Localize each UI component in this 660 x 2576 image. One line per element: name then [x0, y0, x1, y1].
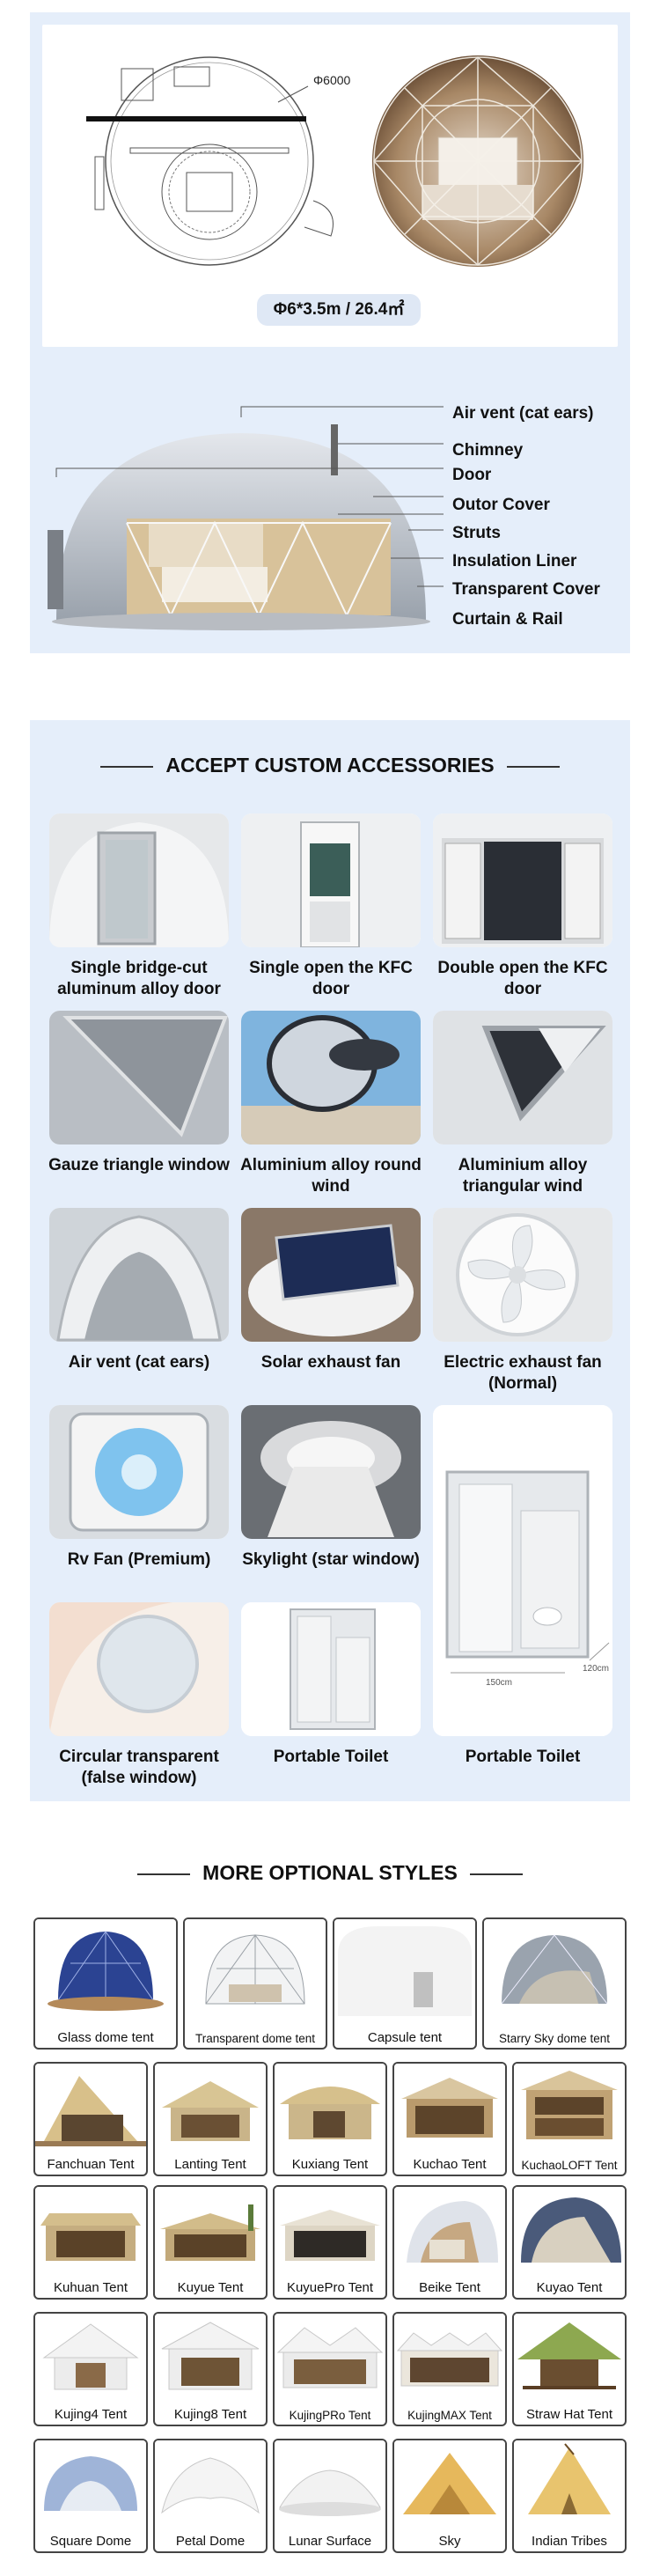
- diameter-label: Φ6000: [313, 73, 351, 87]
- style-label: Beike Tent: [419, 2280, 480, 2295]
- accessory-label: Single bridge-cut aluminum alloy door: [57, 959, 221, 998]
- accessory-solar-fan: [241, 1208, 421, 1342]
- style-label: Lanting Tent: [174, 2157, 246, 2172]
- style-card-kujing8[interactable]: Kujing8 Tent: [153, 2312, 268, 2426]
- style-card-kuhuan[interactable]: Kuhuan Tent: [33, 2185, 148, 2300]
- style-card-lanting[interactable]: Lanting Tent: [153, 2062, 268, 2176]
- style-card-lunar-surface[interactable]: Lunar Surface: [273, 2439, 387, 2553]
- floor-plan-card: Φ6000 Φ6*3.5m / 26.4㎡: [42, 25, 618, 347]
- style-label: Glass dome tent: [57, 2030, 154, 2045]
- style-card-sky[interactable]: Sky: [392, 2439, 507, 2553]
- style-label: Kuchao Tent: [413, 2157, 487, 2172]
- callout-struts: Struts: [452, 524, 501, 542]
- style-card-glass-dome[interactable]: Glass dome tent: [33, 1917, 178, 2050]
- accessory-portable-toilet-large: 150cm 120cm: [433, 1405, 612, 1736]
- style-label: Kuxiang Tent: [291, 2157, 369, 2172]
- style-label: KujingMAX Tent: [407, 2409, 492, 2422]
- callout-chimney: Chimney: [452, 441, 524, 460]
- styles-title: MORE OPTIONAL STYLES: [30, 1861, 630, 1885]
- accessory-single-kfc-door: [241, 813, 421, 947]
- accessories-panel: ACCEPT CUSTOM ACCESSORIES Single bridge-…: [30, 720, 630, 1801]
- accessory-label: Aluminium alloy round wind: [240, 1156, 422, 1196]
- style-label: Kujing4 Tent: [54, 2407, 128, 2422]
- callout-curtain-rail: Curtain & Rail: [452, 610, 563, 629]
- accessory-label: Portable Toilet: [465, 1748, 581, 1766]
- dome-structure-diagram: [48, 406, 444, 630]
- accessory-label: Air vent (cat ears): [68, 1353, 210, 1372]
- accessory-skylight: [241, 1405, 421, 1539]
- accessory-rv-fan: [49, 1405, 229, 1539]
- style-label: Indian Tribes: [532, 2534, 607, 2549]
- style-card-transparent-dome[interactable]: Transparent dome tent: [183, 1917, 327, 2050]
- floor-plan-drawing: [86, 56, 334, 266]
- callout-transparent-cover: Transparent Cover: [452, 580, 600, 599]
- dome-interior-photo: [372, 55, 583, 267]
- style-card-kuyue-pro[interactable]: KuyuePro Tent: [273, 2185, 387, 2300]
- accessory-label: Single open the KFC door: [249, 959, 413, 998]
- style-label: Kuyao Tent: [536, 2280, 603, 2295]
- accessory-label: Circular transparent (false window): [59, 1748, 219, 1787]
- accessory-label: Double open the KFC door: [437, 959, 608, 998]
- accessory-triangle-window: [433, 1011, 612, 1144]
- style-label: KujingPRo Tent: [289, 2409, 371, 2422]
- style-label: Petal Dome: [175, 2534, 246, 2549]
- styles-title-text: MORE OPTIONAL STYLES: [202, 1861, 458, 1884]
- style-label: Starry Sky dome tent: [498, 2032, 611, 2045]
- style-card-kuxiang[interactable]: Kuxiang Tent: [273, 2062, 387, 2176]
- style-card-kuchao-loft[interactable]: KuchaoLOFT Tent: [512, 2062, 627, 2176]
- callout-insulation-liner: Insulation Liner: [452, 552, 577, 570]
- accessories-title-text: ACCEPT CUSTOM ACCESSORIES: [165, 754, 495, 776]
- accessory-bridge-cut-door: [49, 813, 229, 947]
- style-card-kujing-pro[interactable]: KujingPRo Tent: [273, 2312, 387, 2426]
- style-card-kujing4[interactable]: Kujing4 Tent: [33, 2312, 148, 2426]
- accessory-label: Gauze triangle window: [48, 1156, 230, 1174]
- style-label: Lunar Surface: [288, 2534, 372, 2549]
- style-card-kujing-max[interactable]: KujingMAX Tent: [392, 2312, 507, 2426]
- style-label: Kuyue Tent: [177, 2280, 244, 2295]
- style-label: Kujing8 Tent: [173, 2407, 247, 2422]
- style-label: Straw Hat Tent: [525, 2407, 613, 2422]
- accessory-air-vent: [49, 1208, 229, 1342]
- accessories-title: ACCEPT CUSTOM ACCESSORIES: [30, 754, 630, 777]
- accessory-label: Portable Toilet: [273, 1748, 389, 1766]
- style-card-kuchao[interactable]: Kuchao Tent: [392, 2062, 507, 2176]
- accessory-label: Rv Fan (Premium): [67, 1550, 211, 1569]
- accessory-false-window: [49, 1602, 229, 1736]
- callout-door: Door: [452, 466, 492, 484]
- style-label: Square Dome: [49, 2534, 132, 2549]
- style-card-capsule[interactable]: Capsule tent: [333, 1917, 477, 2050]
- style-card-kuyue[interactable]: Kuyue Tent: [153, 2185, 268, 2300]
- accessory-portable-toilet-small: [241, 1602, 421, 1736]
- accessory-label: Skylight (star window): [242, 1550, 420, 1569]
- product-spec-panel: Φ6000 Φ6*3.5m / 26.4㎡: [30, 12, 630, 653]
- accessory-round-window: [241, 1011, 421, 1144]
- callout-air-vent: Air vent (cat ears): [452, 404, 594, 423]
- style-card-fanchuan[interactable]: Fanchuan Tent: [33, 2062, 148, 2176]
- accessory-electric-fan: [433, 1208, 612, 1342]
- style-label: Capsule tent: [367, 2030, 443, 2045]
- accessory-gauze-triangle-window: [49, 1011, 229, 1144]
- style-label: Kuhuan Tent: [54, 2280, 128, 2295]
- accessory-label: Solar exhaust fan: [260, 1353, 401, 1372]
- style-card-indian-tribes[interactable]: Indian Tribes: [512, 2439, 627, 2553]
- style-card-beike[interactable]: Beike Tent: [392, 2185, 507, 2300]
- toilet-depth-label: 120cm: [583, 1664, 610, 1674]
- style-card-kuyao[interactable]: Kuyao Tent: [512, 2185, 627, 2300]
- style-label: KuyuePro Tent: [286, 2280, 374, 2295]
- accessory-double-kfc-door: [433, 813, 612, 947]
- accessory-label: Aluminium alloy triangular wind: [458, 1156, 588, 1196]
- style-card-straw-hat[interactable]: Straw Hat Tent: [512, 2312, 627, 2426]
- callout-outer-cover: Outor Cover: [452, 496, 550, 514]
- toilet-width-label: 150cm: [486, 1678, 513, 1688]
- style-label: Transparent dome tent: [194, 2032, 316, 2045]
- accessory-label: Electric exhaust fan (Normal): [444, 1353, 602, 1393]
- style-card-petal-dome[interactable]: Petal Dome: [153, 2439, 268, 2553]
- style-label: Sky: [438, 2534, 461, 2549]
- style-card-starry-sky-dome[interactable]: Starry Sky dome tent: [482, 1917, 627, 2050]
- size-badge: Φ6*3.5m / 26.4㎡: [257, 294, 421, 326]
- style-label: Fanchuan Tent: [47, 2157, 135, 2172]
- style-card-square-dome[interactable]: Square Dome: [33, 2439, 148, 2553]
- style-label: KuchaoLOFT Tent: [521, 2159, 618, 2172]
